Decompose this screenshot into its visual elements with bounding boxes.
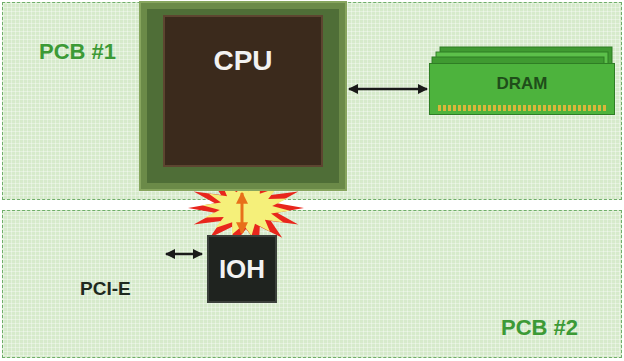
cpu-die [163, 15, 323, 167]
pcb-label: PCB #1 [39, 39, 116, 65]
cpu-text-wrap: CPU [141, 45, 345, 77]
pcb-region: PCB #1 CPU DRAM [2, 2, 622, 200]
chip-label: CPU [141, 45, 345, 77]
ioh-chip: IOH [207, 235, 277, 303]
module-label: DRAM [430, 74, 614, 94]
bus-label: PCI-E [80, 278, 131, 300]
chip-label: IOH [219, 254, 265, 285]
dram-contacts [438, 105, 606, 111]
cpu-chip: CPU [139, 1, 347, 191]
dram-module: DRAM [429, 63, 615, 115]
pcb-label: PCB #2 [501, 315, 578, 341]
dram-text-wrap: DRAM [430, 74, 614, 94]
